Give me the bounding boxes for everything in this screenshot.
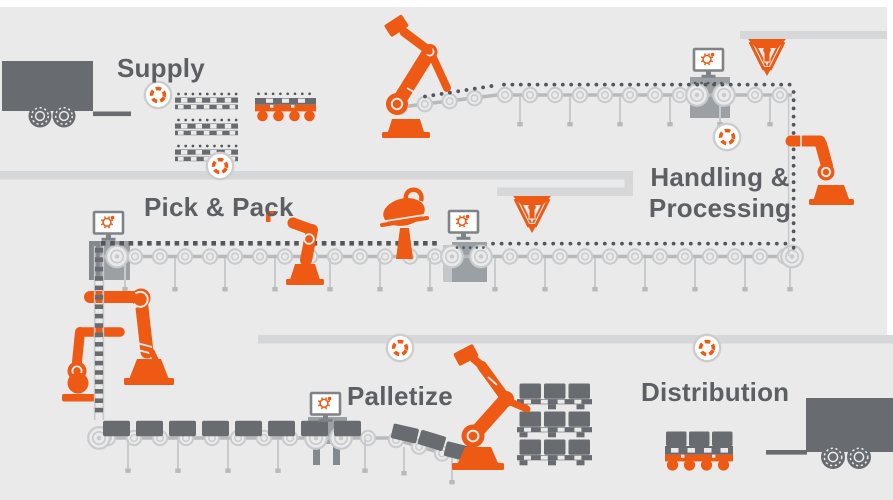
supply-truck [2, 61, 131, 128]
conveyor-packages [103, 420, 472, 462]
handling-robot-right [785, 135, 854, 205]
sync-icon [692, 333, 722, 363]
articulated-robot-top [382, 14, 451, 138]
stage-label-distribution: Distribution [641, 377, 790, 407]
sync-icon [143, 80, 173, 110]
monitor-gear-display [92, 210, 125, 241]
conveyor-lines [87, 83, 804, 485]
sync-icons [143, 80, 742, 363]
delta-robots [513, 39, 786, 233]
monitor-gear-display [692, 47, 725, 78]
gear-icon [700, 52, 715, 66]
stage-label-supply: Supply [117, 53, 205, 83]
monitor-gear-display [447, 209, 480, 240]
pickpack-robot-mid [266, 211, 324, 285]
vertical-conveyor [93, 246, 105, 420]
supply-pallet-stack [175, 92, 238, 162]
stage-label-handling-line2: Processing [648, 193, 792, 223]
stage-label-handling-processing: Handling & Processing [617, 162, 823, 224]
delta-robot [748, 39, 786, 76]
sync-icon [385, 333, 415, 363]
monitor-gear-display [309, 391, 342, 422]
gear-icon [455, 214, 470, 228]
supply-agv-cart [255, 92, 316, 122]
palletized-goods-racks [517, 383, 592, 466]
distribution-truck [766, 398, 893, 469]
distribution-cart [665, 431, 733, 471]
gear-icon [317, 396, 332, 410]
sync-icon [205, 151, 235, 181]
divider-rails [0, 31, 893, 344]
pickpack-robot-large [84, 288, 174, 385]
palletizing-robot [452, 344, 531, 470]
sync-icon [712, 122, 742, 152]
delta-robot [513, 196, 551, 233]
pickpack-robot-small [62, 324, 125, 402]
stage-label-palletize: Palletize [347, 381, 453, 411]
control-monitors [92, 47, 725, 422]
gear-icon [100, 215, 115, 229]
stage-label-pick-and-pack: Pick & Pack [144, 192, 294, 222]
stage-label-handling-line1: Handling & [650, 162, 790, 192]
scara-robot [380, 187, 429, 259]
